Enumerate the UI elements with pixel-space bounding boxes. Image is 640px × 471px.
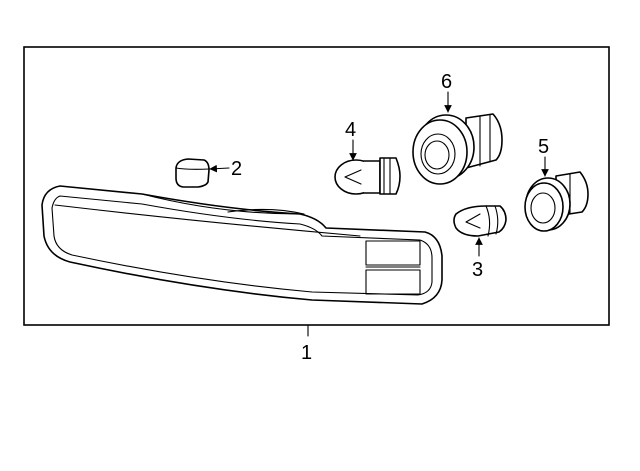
part-socket-plug[interactable] bbox=[175, 158, 210, 188]
callout-2: 2 bbox=[231, 158, 242, 180]
callout-4: 4 bbox=[345, 119, 356, 141]
diagram-frame bbox=[23, 46, 610, 326]
part-socket-6[interactable] bbox=[412, 113, 503, 185]
callout-1: 1 bbox=[301, 342, 312, 364]
callout-3: 3 bbox=[472, 259, 483, 281]
leader-2 bbox=[209, 164, 230, 173]
part-lamp-lens[interactable] bbox=[41, 185, 443, 305]
part-bulb-3[interactable] bbox=[453, 205, 507, 237]
part-socket-5[interactable] bbox=[524, 171, 589, 232]
callout-6: 6 bbox=[441, 71, 452, 93]
part-bulb-4[interactable] bbox=[334, 157, 401, 195]
callout-5: 5 bbox=[538, 136, 549, 158]
